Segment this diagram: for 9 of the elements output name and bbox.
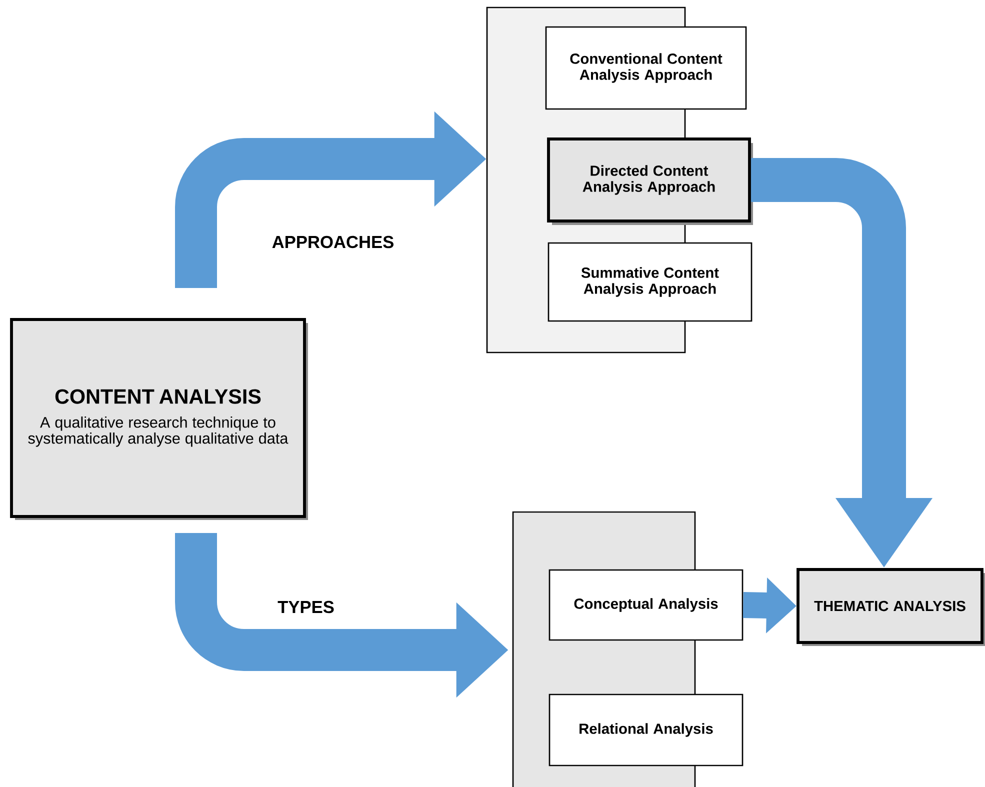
- edge-label: TYPES: [276, 600, 336, 614]
- result-box: THEMATIC ANALYSIS: [796, 568, 984, 644]
- approach-box: Conventional Content Analysis Approach: [545, 26, 747, 110]
- approach-box: Directed Content Analysis Approach: [547, 138, 751, 222]
- type-box: Relational Analysis: [548, 694, 744, 766]
- concept-box: CONTENT ANALYSIS A qualitative research technique to systematically analyse qualitative data: [10, 318, 306, 518]
- edge-label: APPROACHES: [270, 234, 396, 250]
- type-box: Conceptual Analysis: [548, 569, 744, 641]
- approach-box: Summative Content Analysis Approach: [548, 242, 752, 322]
